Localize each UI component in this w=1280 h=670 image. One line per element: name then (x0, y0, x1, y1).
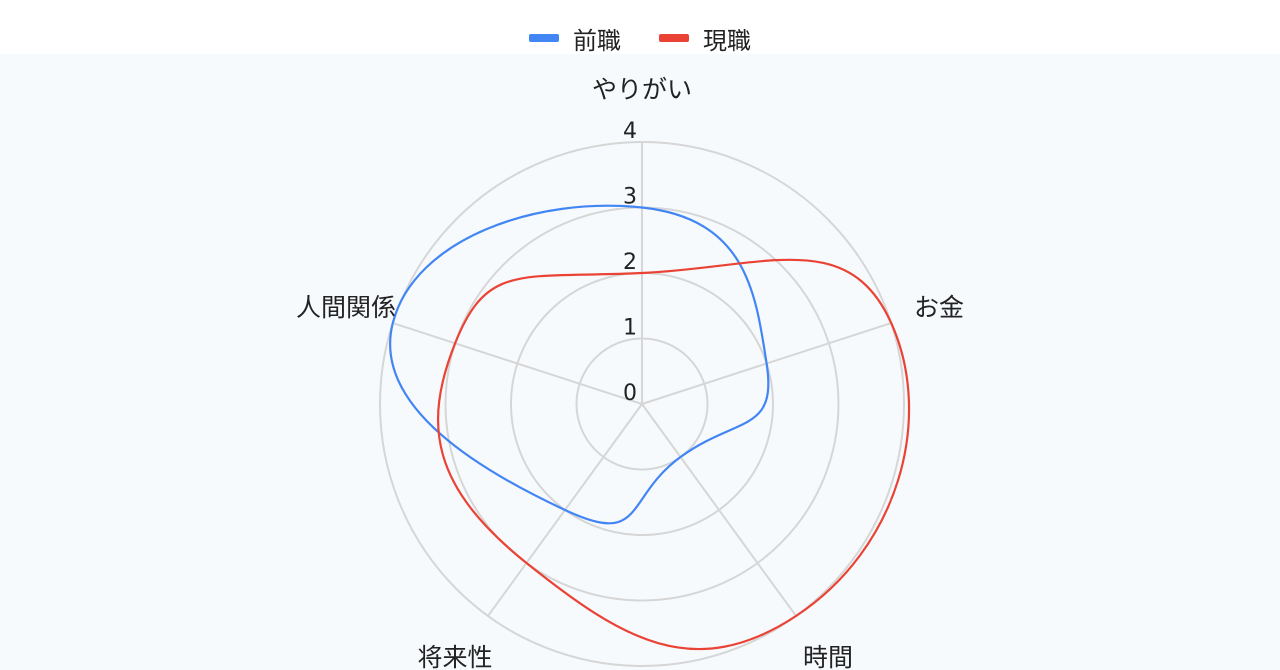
tick-label-4: 4 (623, 119, 637, 144)
tick-label-3: 3 (623, 185, 637, 210)
category-label-3: 将来性 (417, 643, 492, 670)
grid-spoke-2 (641, 403, 797, 617)
legend-item-series-0[interactable]: 前職 (529, 21, 621, 56)
legend-swatch-series-1 (659, 34, 689, 42)
legend-label-series-1: 現職 (703, 26, 751, 55)
category-label-2: 時間 (803, 643, 853, 670)
tick-label-2: 2 (623, 250, 637, 275)
radar-grid (379, 141, 905, 667)
plot-area-background (0, 54, 1280, 670)
tick-label-1: 1 (623, 316, 637, 341)
category-label-4: 人間関係 (296, 293, 396, 322)
legend: 前職 現職 (0, 18, 1280, 58)
grid-spoke-4 (392, 322, 643, 405)
category-label-0: やりがい (592, 75, 692, 104)
category-label-1: お金 (914, 293, 964, 322)
series-line-1 (437, 258, 911, 651)
legend-label-series-0: 前職 (573, 26, 621, 55)
legend-item-series-1[interactable]: 現職 (659, 21, 751, 56)
series-line-0 (389, 204, 770, 525)
tick-label-0: 0 (623, 381, 637, 406)
legend-swatch-series-0 (529, 34, 559, 42)
